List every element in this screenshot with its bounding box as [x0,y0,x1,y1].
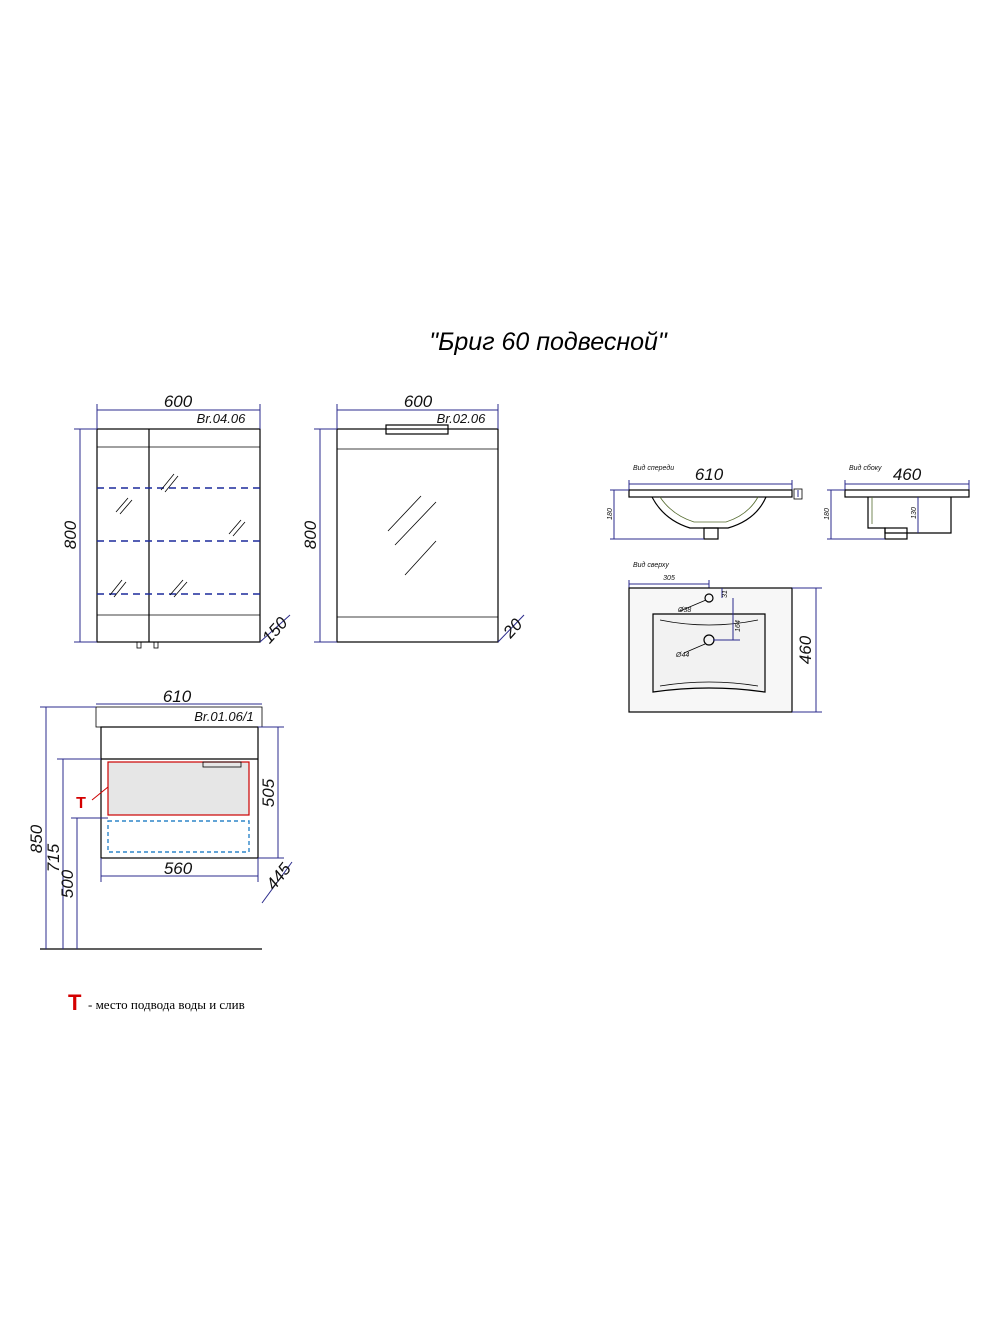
glass-reflection-marks [387,495,437,576]
drawer-handle [202,761,242,768]
sink-side-width-label: 460 [893,465,922,484]
sink-top-basin [652,613,766,693]
sink-front-width-label: 610 [695,465,724,484]
drawer-panel [107,761,250,816]
cabinet-width-label: 600 [164,392,193,411]
mirror-width-label: 600 [404,392,433,411]
sink-side-rim [844,489,970,498]
sink-front-height-label: 180 [607,508,614,520]
tap-hole-diameter-label: Ø38 [677,607,691,614]
sink-top-view: Вид сверху 305 Ø38 Ø44 31 164 460 [628,561,822,713]
mirror-outline [336,428,499,643]
cabinet-foot [153,641,159,649]
legend-marker: T [68,990,82,1015]
sink-top-depth-label: 460 [796,635,815,664]
cabinet-foot [136,641,142,649]
mirror-light-fixture [385,424,449,435]
drain-hole-diameter-label: Ø44 [675,652,689,659]
sink-bowl-profile [651,496,767,529]
vanity-low-height-label: 500 [58,869,77,898]
mirror-cabinet: 600 Br.04.06 800 150 [61,392,292,649]
sink-top-view-label: Вид сверху [633,561,669,569]
vanity-body-height-label: 505 [259,778,278,807]
sink-rim [628,489,793,498]
tap-distance-label: 31 [722,590,729,598]
sink-front-view: Вид спереди 610 180 [607,464,803,540]
sink-side-outer-height-label: 180 [824,508,831,520]
sink-side-inner-height-label: 130 [911,507,918,519]
vanity-unit: T 610 Br.01.06/1 560 505 445 850 715 500 [27,687,295,950]
sink-side-view: Вид сбоку 460 180 130 [824,464,970,540]
legend: T - место подвода воды и слив [68,990,245,1015]
vanity-code-label: Br.01.06/1 [194,709,254,724]
cabinet-outline [96,428,261,643]
tap-hole [704,593,714,603]
vanity-top-width-label: 610 [163,687,192,706]
mirror-height-label: 800 [301,520,320,549]
sink-drain [703,527,719,540]
mirror: 600 Br.02.06 800 20 [301,392,527,643]
cabinet-height-label: 800 [61,520,80,549]
sink-front-view-label: Вид спереди [633,464,674,472]
drawing-title: "Бриг 60 подвесной" [429,328,668,356]
water-marker: T [76,795,86,812]
sink-top-offset-label: 305 [663,575,675,582]
cabinet-code-label: Br.04.06 [197,411,246,426]
vanity-bottom-width-label: 560 [164,859,193,878]
drain-distance-label: 164 [735,620,742,632]
vanity-mid-height-label: 715 [44,843,63,872]
sink-side-view-label: Вид сбоку [849,464,882,472]
legend-text: - место подвода воды и слив [88,997,245,1012]
vanity-total-height-label: 850 [27,824,46,853]
sink-side-bowl [867,497,952,534]
lower-drawer-outline [107,820,250,853]
mirror-depth-label: 20 [499,615,527,643]
mirror-code-label: Br.02.06 [437,411,486,426]
glass-reflection-marks [109,473,246,598]
